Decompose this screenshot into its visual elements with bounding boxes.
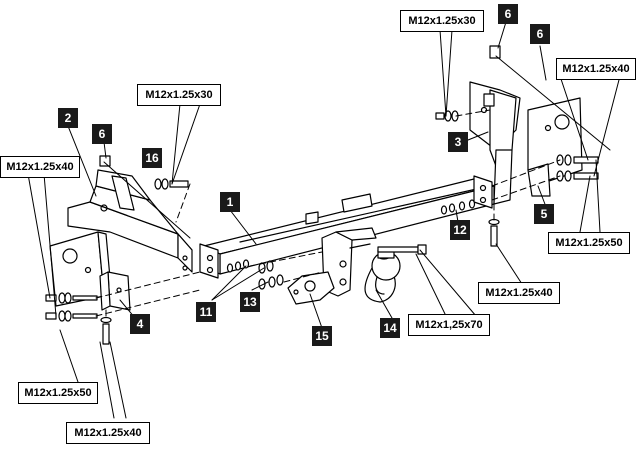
bolt-label-m12x50-right: M12x1.25x50 xyxy=(548,232,630,254)
assembly-guide-lines xyxy=(95,109,561,321)
part-number-6-right: 6 xyxy=(530,24,550,44)
part-number-2: 2 xyxy=(58,108,78,128)
bolt-label-m12x70: M12x1,25x70 xyxy=(408,314,490,336)
part-number-1: 1 xyxy=(220,192,240,212)
bolt-label-m12x40-right-plate: M12x1.25x40 xyxy=(556,58,636,80)
part-number-5: 5 xyxy=(534,204,554,224)
bolt-label-m12x40-left: M12x1.25x40 xyxy=(0,156,80,178)
part-number-11: 11 xyxy=(196,302,216,322)
part-number-13: 13 xyxy=(240,292,260,312)
bolt-label-m12x50-left: M12x1.25x50 xyxy=(18,382,98,404)
part-number-15: 15 xyxy=(312,326,332,346)
bolt-label-m12x40-center: M12x1.25x40 xyxy=(478,282,560,304)
part-number-6-top: 6 xyxy=(498,4,518,24)
leader-lines xyxy=(27,21,621,419)
straps xyxy=(103,55,611,239)
part-number-3: 3 xyxy=(448,132,468,152)
bolt-label-m12x40-bottom: M12x1.25x40 xyxy=(66,422,150,444)
part-number-14: 14 xyxy=(380,318,400,338)
part-number-16: 16 xyxy=(142,148,162,168)
part-number-4: 4 xyxy=(130,314,150,334)
part-number-12: 12 xyxy=(450,220,470,240)
bolt-label-m12x30-left: M12x1.25x30 xyxy=(137,84,221,106)
bracket-4 xyxy=(99,271,131,311)
tow-ball-mount xyxy=(321,227,401,303)
socket-bracket xyxy=(287,271,335,305)
part-number-6-left: 6 xyxy=(92,124,112,144)
bolt-label-m12x30-right: M12x1.25x30 xyxy=(400,10,484,32)
right-side-bracket xyxy=(469,81,583,205)
